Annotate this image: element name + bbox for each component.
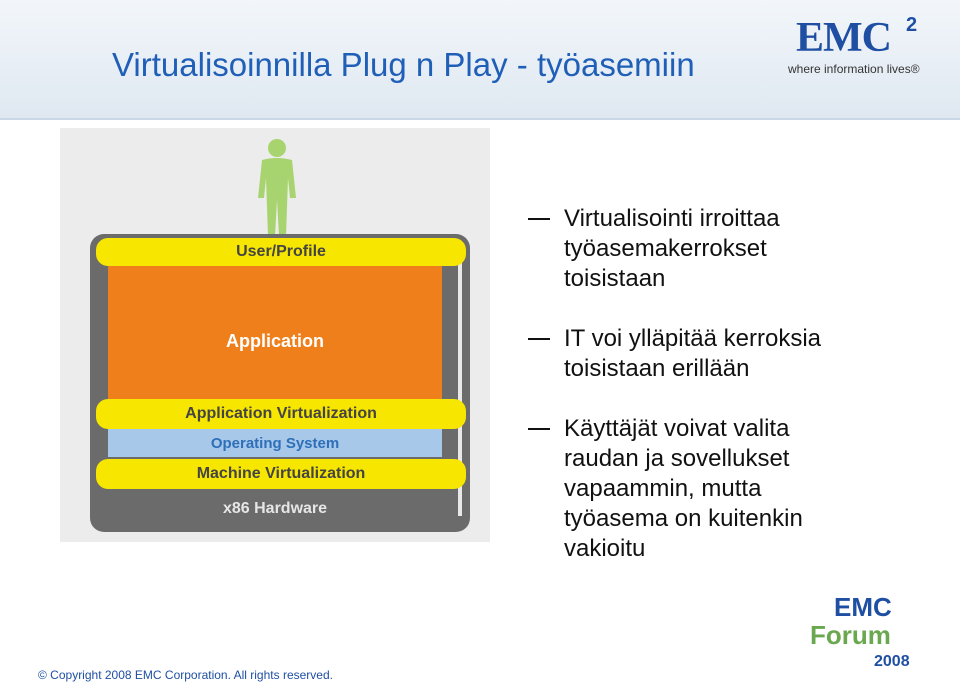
forum-logo-forum: Forum [810, 620, 891, 650]
layer-operating-system: Operating System [108, 429, 442, 457]
virtualization-layers-diagram: User/Profile Application Application Vir… [60, 128, 490, 542]
copyright-footer: © Copyright 2008 EMC Corporation. All ri… [38, 668, 333, 682]
person-icon [258, 139, 296, 236]
bullet-text: IT voi ylläpitää kerroksia toisistaan er… [564, 325, 821, 382]
layer-user-profile: User/Profile [96, 238, 466, 266]
emc-forum-logo: EMC Forum 2008 [810, 592, 910, 670]
slide-header: Virtualisoinnilla Plug n Play - työasemi… [0, 0, 960, 120]
frame-rail [458, 254, 462, 516]
bullet-text: Käyttäjät voivat valita raudan ja sovell… [564, 415, 803, 562]
bullet-dash [528, 218, 550, 220]
bullet-dash [528, 428, 550, 430]
emc-logo-superscript: 2 [906, 14, 918, 36]
bullet-item: Virtualisointi irroittaa työasemakerroks… [528, 204, 948, 294]
bullet-item: Käyttäjät voivat valita raudan ja sovell… [528, 414, 948, 564]
layer-machine-virtualization: Machine Virtualization [96, 459, 466, 489]
emc-logo-word: EMC [796, 15, 892, 61]
bullet-list: Virtualisointi irroittaa työasemakerroks… [528, 204, 948, 594]
forum-logo-emc: EMC [834, 592, 892, 622]
layer-application: Application [108, 266, 442, 416]
emc-logo: EMC 2 where information lives® [782, 14, 942, 82]
bullet-text: Virtualisointi irroittaa työasemakerroks… [564, 205, 780, 292]
forum-logo-year: 2008 [874, 653, 910, 670]
bullet-item: IT voi ylläpitää kerroksia toisistaan er… [528, 324, 948, 384]
slide-title: Virtualisoinnilla Plug n Play - työasemi… [112, 46, 695, 83]
layer-application-virtualization: Application Virtualization [96, 399, 466, 429]
emc-logo-tagline: where information lives® [788, 62, 920, 76]
layer-x86-hardware: x86 Hardware [222, 500, 328, 517]
bullet-dash [528, 338, 550, 340]
